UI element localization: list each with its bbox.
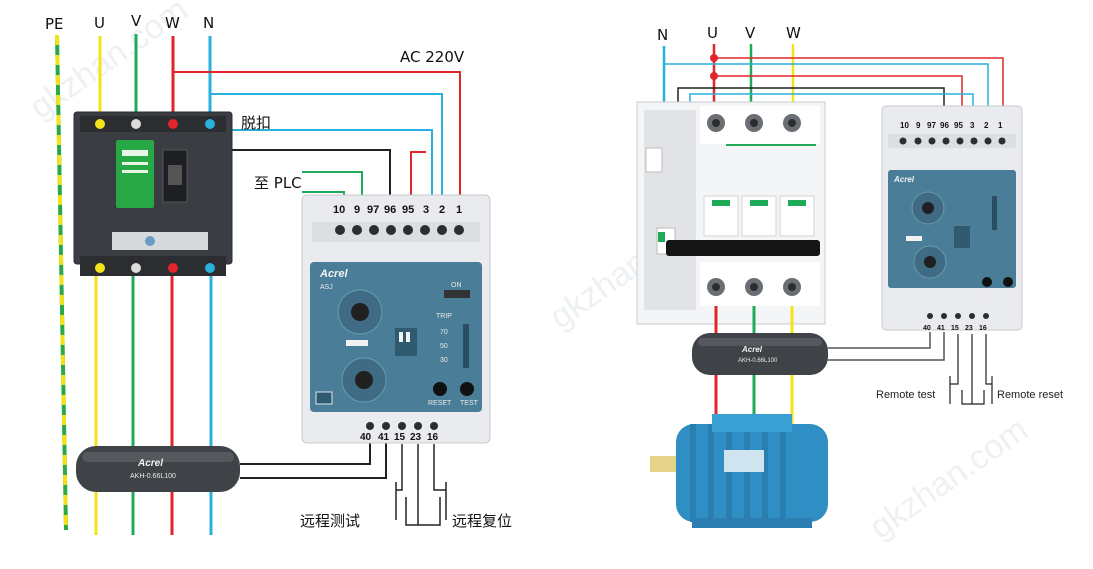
wire-trip-black — [232, 149, 391, 200]
relay-top-terminals-right: 10 9 97 96 95 3 2 1 — [899, 121, 1006, 145]
wire-trip-blue — [232, 129, 433, 200]
current-transformer-right: Acrel AKH-0.66L100 — [692, 333, 828, 375]
pe-wire-yellow — [55, 34, 68, 531]
right-terminal-top-9: 9 — [916, 121, 921, 130]
trip-label: 脱扣 — [241, 114, 271, 132]
relay-test-button-right[interactable] — [1003, 277, 1013, 287]
phase-label-n: N — [203, 14, 214, 32]
ct-model-left: AKH-0.66L100 — [130, 473, 176, 480]
remote-switches-left — [395, 444, 447, 526]
terminal-bottom-23: 23 — [410, 432, 422, 443]
phase-label-u: U — [94, 14, 105, 32]
relay-on-left: ON — [451, 282, 462, 289]
watermark-right: gkzhan.com — [863, 410, 1035, 546]
relay-test-label-right: TEST — [1002, 294, 1015, 300]
pe-label: PE — [45, 15, 64, 33]
leakage-relay-right: 10 9 97 96 95 3 2 1 Acrel — [881, 105, 1023, 332]
remote-switches-right — [949, 334, 993, 405]
relay-reset-label-right: RESET — [978, 294, 995, 300]
relay-side-50: 50 — [440, 343, 448, 350]
right-terminal-bottom-23: 23 — [965, 325, 973, 332]
phase-label-v: V — [131, 12, 142, 30]
plc-label: 至 PLC — [254, 174, 302, 192]
wire-ct-lead-2 — [240, 440, 387, 479]
right-wire-feed-red — [714, 57, 1004, 108]
right-phase-label-v: V — [745, 24, 756, 42]
relay-side-trip: TRIP — [436, 313, 452, 320]
relay-reset-button-right[interactable] — [982, 277, 992, 287]
right-terminal-top-3: 3 — [970, 121, 975, 130]
terminal-top-3: 3 — [423, 204, 429, 216]
relay-bottom-terminals-left: 40 41 15 23 16 — [360, 422, 439, 443]
ac-220v-label: AC 220V — [400, 48, 465, 66]
right-terminal-bottom-40: 40 — [923, 325, 931, 332]
relay-top-terminals-left: 10 9 97 96 95 3 2 1 — [333, 204, 464, 235]
current-transformer-left: Acrel AKH-0.66L100 — [76, 446, 240, 492]
ct-model-right: AKH-0.66L100 — [738, 358, 778, 364]
relay-reset-button-left[interactable] — [433, 382, 447, 396]
terminal-top-10: 10 — [333, 204, 345, 216]
right-terminal-top-96: 96 — [940, 121, 949, 130]
terminal-top-96: 96 — [384, 204, 396, 216]
ct-brand-right: Acrel — [741, 345, 763, 354]
relay-model-left: ASJ — [320, 284, 333, 291]
right-wire-feed-blue — [664, 63, 989, 108]
motor — [650, 414, 828, 528]
right-terminal-bottom-41: 41 — [937, 325, 945, 332]
terminal-bottom-16: 16 — [427, 432, 439, 443]
right-terminal-top-2: 2 — [984, 121, 989, 130]
right-terminal-top-95: 95 — [954, 121, 963, 130]
ct-brand-left: Acrel — [137, 458, 163, 469]
terminal-top-2: 2 — [439, 204, 445, 216]
relay-side-30: 30 — [440, 357, 448, 364]
relay-brand-right: Acrel — [893, 175, 915, 184]
left-diagram: PE U V W N AC 220V 脱扣 至 PLC — [45, 12, 512, 535]
relay-bottom-terminals-right: 40 41 15 23 16 — [923, 313, 989, 332]
right-diagram: N U V W — [636, 24, 1063, 528]
wire-w-to-relay-1 — [173, 71, 461, 200]
right-wire-ct-1 — [828, 332, 931, 349]
right-terminal-top-97: 97 — [927, 121, 936, 130]
remote-reset-label-left: 远程复位 — [452, 512, 512, 530]
right-terminal-top-1: 1 — [998, 121, 1003, 130]
right-phase-label-n: N — [657, 26, 668, 44]
wire-ct-lead-1 — [240, 440, 371, 465]
leakage-relay-left: Acrel ASJ ON TRIP 70 50 30 RESET TEST 1 — [301, 194, 491, 444]
right-wire-feed-blue2 — [689, 93, 974, 108]
right-wire-feed-red2 — [714, 75, 963, 108]
right-terminal-bottom-16: 16 — [979, 325, 987, 332]
right-wire-ct-2 — [828, 332, 945, 361]
right-terminal-bottom-15: 15 — [951, 325, 959, 332]
relay-test-button-left[interactable] — [460, 382, 474, 396]
right-wire-feed-black — [677, 87, 945, 108]
terminal-top-9: 9 — [354, 204, 360, 216]
wire-plc-1 — [302, 171, 363, 200]
remote-reset-label-right: Remote reset — [997, 389, 1063, 401]
terminal-bottom-41: 41 — [378, 432, 390, 443]
remote-test-label-right: Remote test — [876, 389, 935, 401]
terminal-bottom-15: 15 — [394, 432, 406, 443]
mccb-breaker — [73, 111, 233, 276]
right-terminal-top-10: 10 — [900, 121, 909, 130]
relay-test-label-left: TEST — [460, 400, 479, 407]
terminal-top-97: 97 — [367, 204, 379, 216]
wire-trip-red — [410, 151, 426, 200]
terminal-top-95: 95 — [402, 204, 414, 216]
right-phase-label-u: U — [707, 24, 718, 42]
phase-label-w: W — [165, 14, 180, 32]
relay-brand-left: Acrel — [319, 268, 348, 280]
relay-side-70: 70 — [440, 329, 448, 336]
terminal-bottom-40: 40 — [360, 432, 372, 443]
relay-reset-label-left: RESET — [428, 400, 452, 407]
terminal-top-1: 1 — [456, 204, 462, 216]
remote-test-label-left: 远程测试 — [300, 512, 360, 530]
right-breaker — [636, 101, 826, 325]
right-phase-label-w: W — [786, 24, 801, 42]
wire-n-to-relay-2 — [210, 93, 443, 200]
